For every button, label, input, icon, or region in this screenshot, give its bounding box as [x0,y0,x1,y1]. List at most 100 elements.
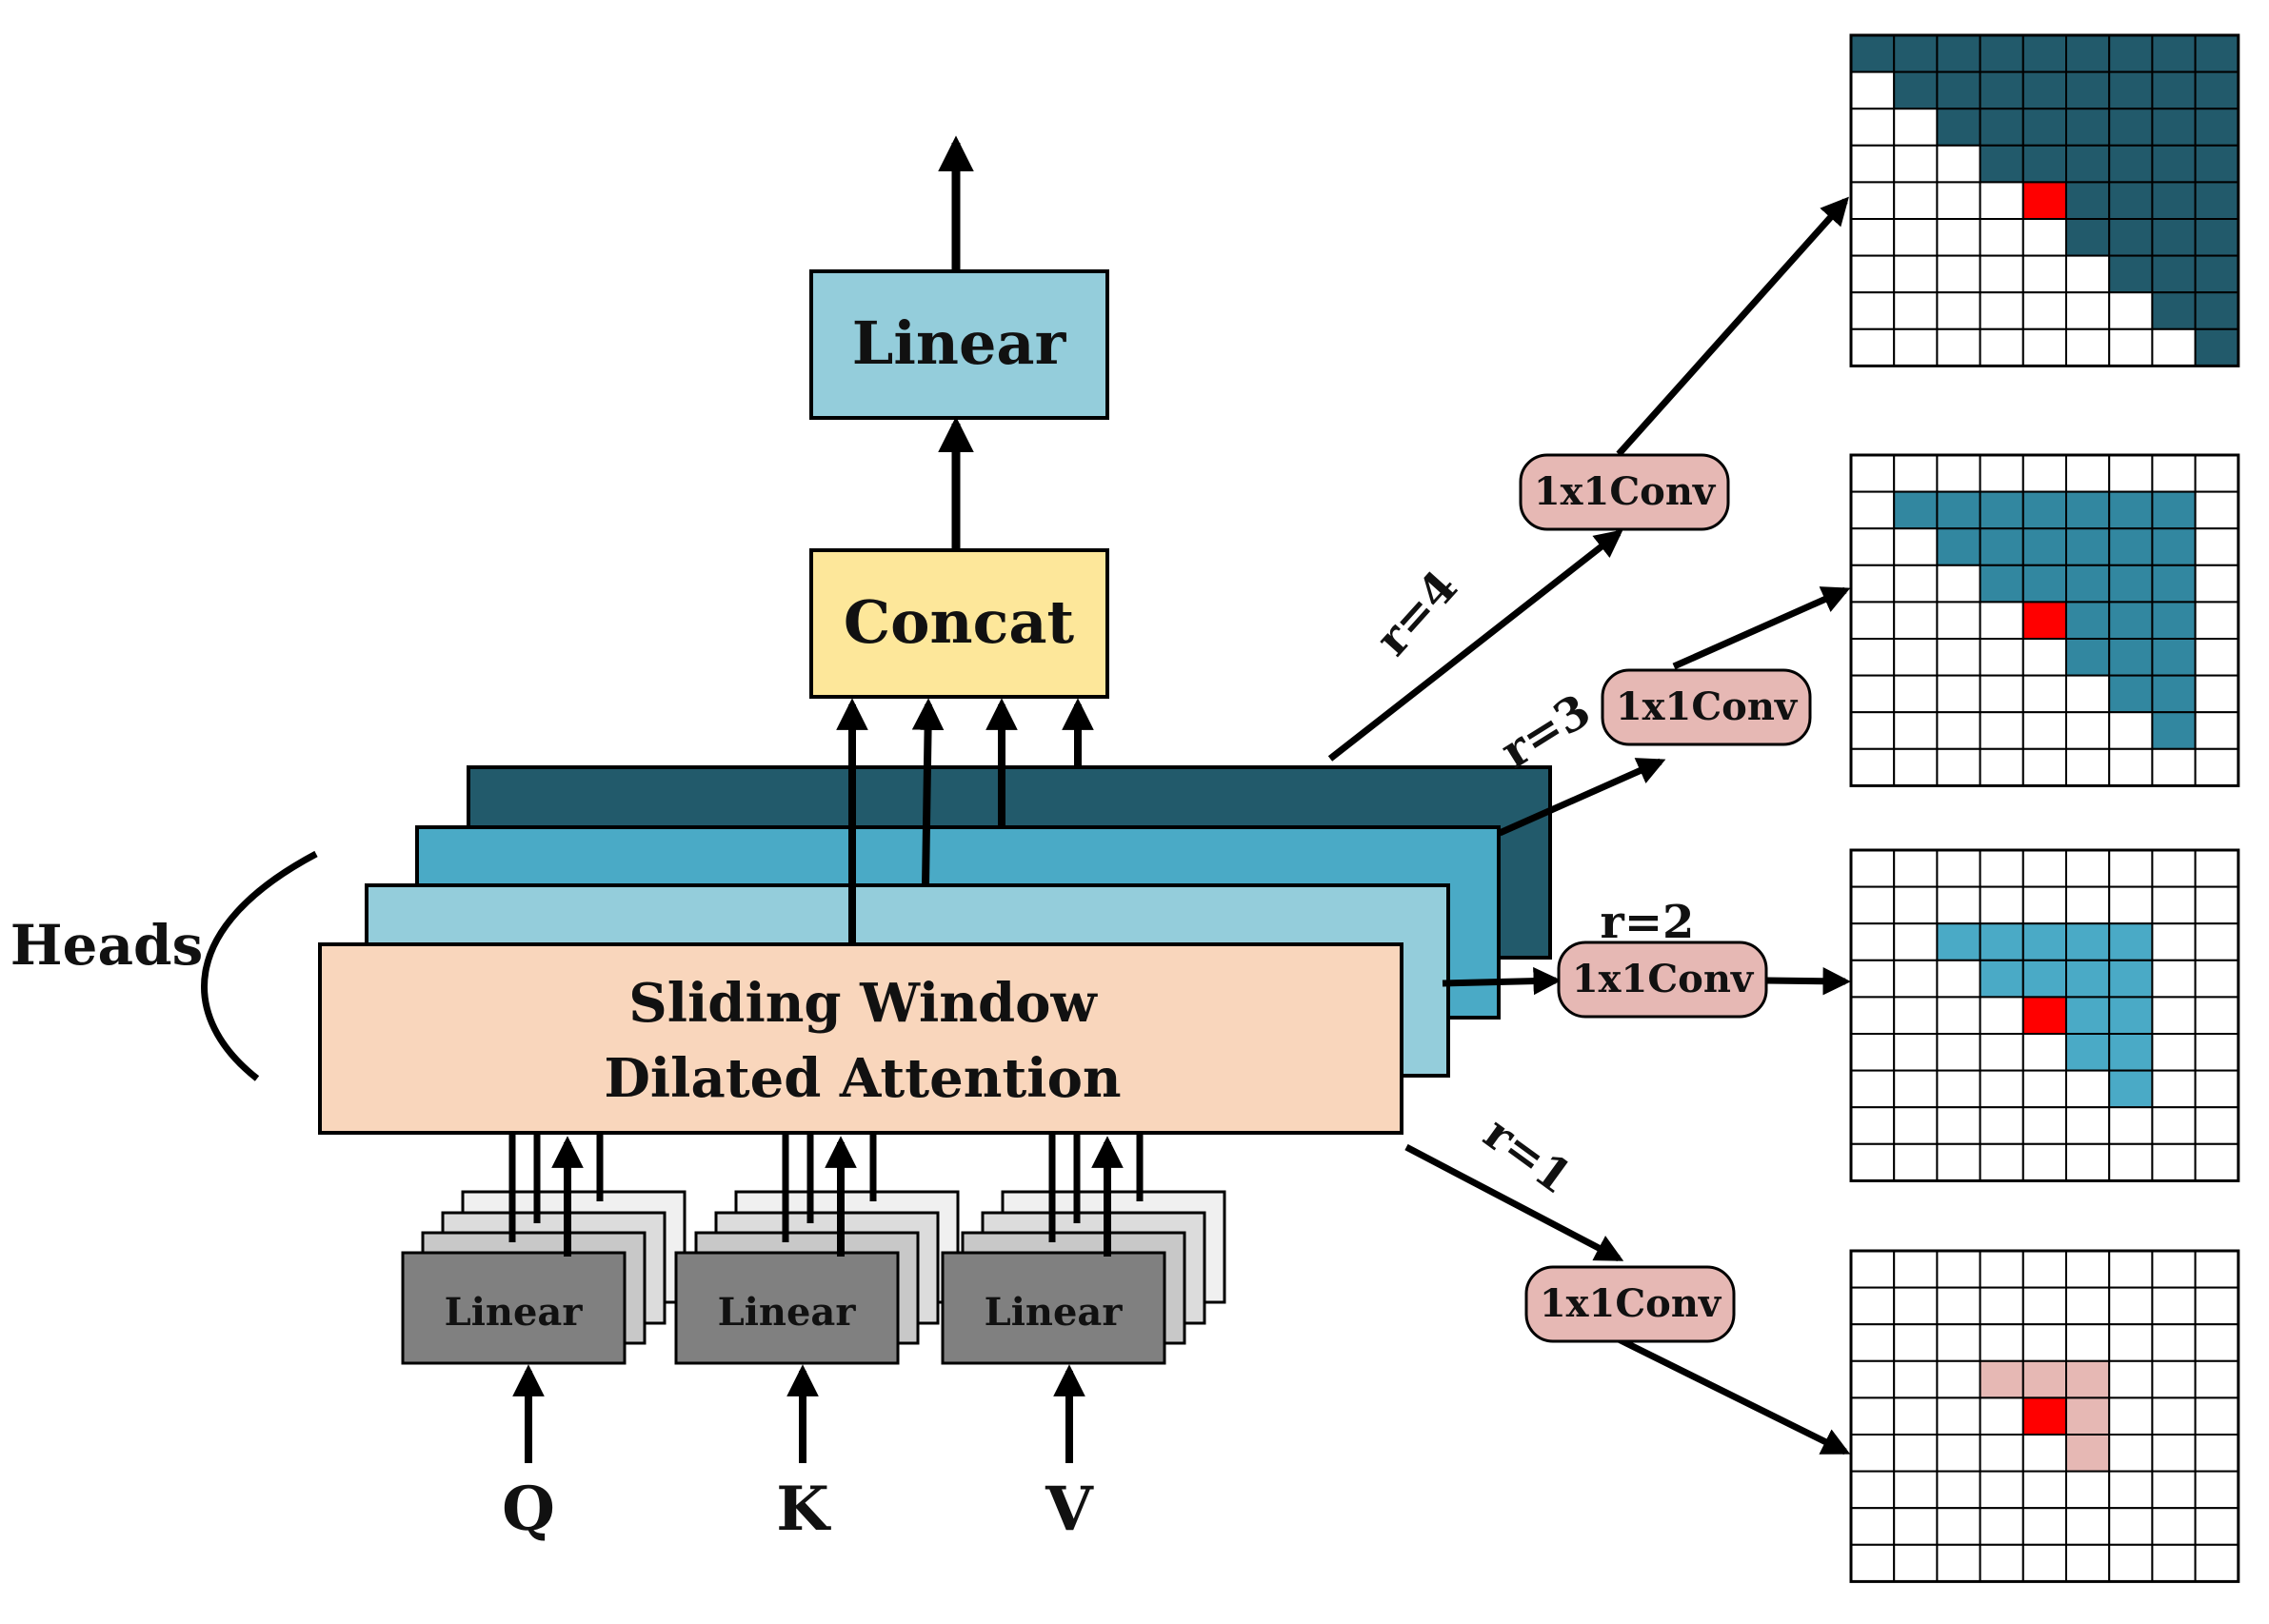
mask-cell [2108,1323,2154,1362]
mask-cell [1979,1359,2024,1399]
mask-cell [1979,144,2024,184]
mask-cell [2108,218,2154,257]
mask-cell [2065,218,2111,257]
mask-cell [2021,1069,2068,1109]
mask-cell [2194,181,2239,220]
mask-cell [2021,1507,2068,1546]
mask-cell [2194,254,2239,294]
mask-cell [2065,959,2111,999]
input-linear-stack-q: Linear [401,1135,687,1463]
mask-cell [2021,885,2068,925]
mask-cell [2065,674,2111,714]
mask-cell [1936,454,1981,493]
mask-cell [2194,601,2239,641]
mask-cell [2194,1033,2239,1072]
mask-cell [2065,254,2111,294]
mask-cell [2151,327,2197,367]
mask-cell [2108,922,2154,961]
mask-cell [2194,291,2239,330]
conv-r1: 1x1Conv [1524,1265,1736,1343]
mask-cell [1936,959,1981,999]
mask-cell [2065,1543,2111,1583]
mask-cell [2194,747,2239,787]
branch-arrows [1327,196,1851,1456]
mask-cell [1979,1286,2024,1326]
mask-cell [2151,108,2197,147]
mask-grid-border [1849,848,2240,1182]
mask-cell [2065,527,2111,566]
mask-cell [1893,564,1939,604]
mask-cell [1936,181,1981,220]
input-linear-front [401,1251,627,1365]
mask-cell [1936,849,1981,888]
mask-cell [2108,1434,2154,1473]
mask-cell [1893,1033,1939,1072]
mask-cell [2151,1396,2197,1436]
r2-label: r=2 [1601,896,1695,949]
mask-cell [1936,996,1981,1036]
concat-label: Concat [844,587,1075,657]
mask-grid-r2 [1849,848,2240,1182]
mask-cell [1936,291,1981,330]
mask-cell [1893,601,1939,641]
input-linear-label: Linear [445,1290,584,1335]
mask-cell [2194,1106,2239,1145]
mask-cell [2021,254,2068,294]
mask-cell [2151,218,2197,257]
mask-cell [1893,108,1939,147]
mask-cell [1850,922,1896,961]
conv-r2: 1x1Conv [1557,941,1768,1019]
v-label: V [1045,1474,1094,1545]
mask-cell [1936,70,1981,110]
mask-cell [2194,34,2239,73]
mask-cell [2021,108,2068,147]
mask-cell [2108,490,2154,530]
mask-cell [1893,1106,1939,1145]
mask-cell [1979,1250,2024,1289]
mask-cell [1893,1543,1939,1583]
mask-cell [2108,70,2154,110]
mask-cell [1936,1359,1981,1399]
mask-cell [2151,490,2197,530]
mask-grid-border [1849,453,2240,787]
mask-cell [2151,34,2197,73]
mask-cell [2021,1286,2068,1326]
mask-cell [1936,1507,1981,1546]
input-linear-front [941,1251,1166,1365]
mask-cell [2065,747,2111,787]
input-linear-stack-k: Linear [674,1135,960,1463]
mask-cell [1850,1396,1896,1436]
mask-cell [2151,254,2197,294]
mask-cell [2151,527,2197,566]
mask-cell [1850,1434,1896,1473]
mask-cell [2151,181,2197,220]
mask-cell [1893,1434,1939,1473]
mask-cell [2065,996,2111,1036]
mask-cell [2065,1069,2111,1109]
mask-cell [2108,254,2154,294]
mask-cell [2108,181,2154,220]
mask-cell [1850,181,1896,220]
mask-cell [1893,34,1939,73]
mask-cell [2108,1286,2154,1326]
mask-cell [1893,327,1939,367]
mask-cell [1936,254,1981,294]
mask-cell [2065,601,2111,641]
mask-cell [2021,959,2068,999]
mask-cell [1979,1142,2024,1182]
mask-cell [2194,1069,2239,1109]
mask-cell [2108,1396,2154,1436]
mask-cell [2065,291,2111,330]
mask-cell [1893,527,1939,566]
conv-r4-label: 1x1Conv [1534,469,1717,514]
mask-grid-r4 [1849,33,2240,367]
mask-cell [2108,1033,2154,1072]
mask-cell [2065,922,2111,961]
mask-cell [1979,1069,2024,1109]
mask-cell [2151,1106,2197,1145]
mask-cell [2065,108,2111,147]
mask-cell [2151,144,2197,184]
mask-cell [1893,490,1939,530]
output-linear-label: Linear [852,308,1067,378]
mask-cell [1850,1470,1896,1510]
